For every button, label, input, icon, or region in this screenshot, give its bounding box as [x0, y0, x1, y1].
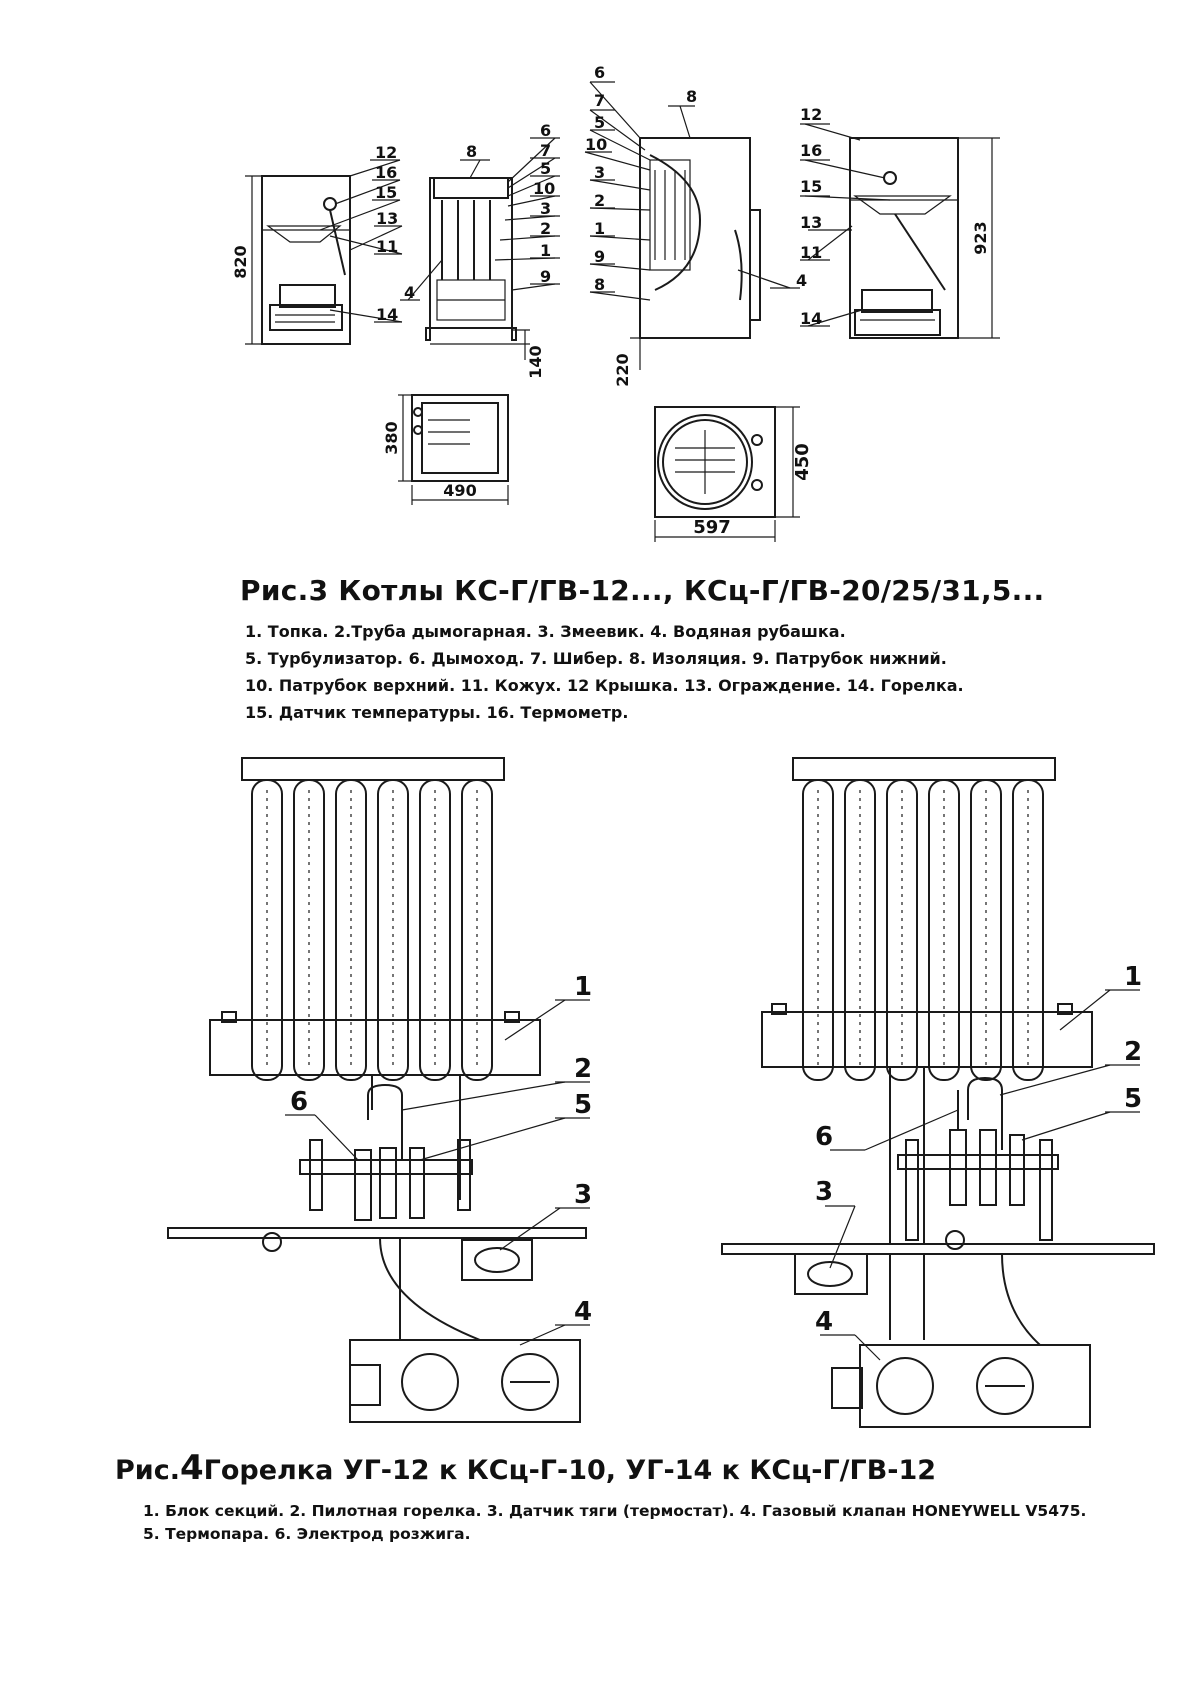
- dim-820: 820: [231, 245, 250, 278]
- callout-6-r: 6: [594, 63, 605, 82]
- callout-fig4-r-5: 5: [1124, 1084, 1142, 1114]
- fig4-left-burner: 1 2 5 6 3 4: [167, 757, 592, 1423]
- figure3-legend-line: 5. Турбулизатор. 6. Дымоход. 7. Шибер. 8…: [245, 649, 947, 668]
- figure4-legend: 1. Блок секций. 2. Пилотная горелка. 3. …: [143, 1500, 1086, 1546]
- figure3-legend: 1. Топка. 2.Труба дымогарная. 3. Змеевик…: [245, 618, 964, 726]
- callout-2: 2: [540, 219, 551, 238]
- callout-11-r: 11: [800, 243, 822, 262]
- callout-fig4-l-5: 5: [574, 1090, 592, 1120]
- callout-7-r: 7: [594, 91, 605, 110]
- callout-15-r: 15: [800, 177, 822, 196]
- callout-fig4-l-6: 6: [290, 1087, 308, 1117]
- callout-13: 13: [376, 209, 398, 228]
- callout-8b-r: 8: [594, 275, 605, 294]
- figure4-legend-line: 5. Термопара. 6. Электрод розжига.: [143, 1525, 471, 1543]
- callout-8-r: 8: [686, 87, 697, 106]
- fig3-plan-right: 450 597: [654, 406, 813, 542]
- callout-5-r: 5: [594, 113, 605, 132]
- callout-11: 11: [376, 237, 398, 256]
- figure4-title-text: Горелка УГ-12 к КСц-Г-10, УГ-14 к КСц-Г/…: [203, 1455, 937, 1486]
- callout-10: 10: [533, 179, 555, 198]
- dim-380: 380: [382, 421, 401, 454]
- callout-14: 14: [376, 305, 398, 324]
- callout-10-r: 10: [585, 135, 607, 154]
- callout-6: 6: [540, 121, 551, 140]
- dim-220: 220: [613, 353, 632, 386]
- callout-16: 16: [375, 163, 397, 182]
- fig3-left-front-view: 140 8 6 7 5 10 3 2 1 9 4: [400, 121, 560, 379]
- callout-2-r: 2: [594, 191, 605, 210]
- fig4-right-burner: 1 2 5 6 3 4: [721, 757, 1155, 1428]
- figure4-title: Рис.4Горелка УГ-12 к КСц-Г-10, УГ-14 к К…: [115, 1448, 936, 1488]
- callout-4: 4: [404, 283, 415, 302]
- section-tubes-left: [251, 779, 493, 1081]
- callout-15: 15: [375, 183, 397, 202]
- callout-5: 5: [540, 159, 551, 178]
- callout-3: 3: [540, 199, 551, 218]
- dim-140: 140: [526, 345, 545, 378]
- dim-923: 923: [971, 221, 990, 254]
- section-tubes-right: [802, 779, 1044, 1081]
- callout-4-r: 4: [796, 271, 807, 290]
- figure4-legend-line: 1. Блок секций. 2. Пилотная горелка. 3. …: [143, 1502, 1087, 1520]
- figure4-title-number: 4: [179, 1448, 204, 1488]
- dim-490: 490: [443, 481, 476, 500]
- callout-14-r: 14: [800, 309, 822, 328]
- callout-fig4-r-1: 1: [1124, 962, 1142, 992]
- fig3-right-front-view: 220 6 8 7 5 10 3 2 1 9 8 4: [584, 63, 807, 387]
- figure4-title-prefix: Рис.: [115, 1455, 180, 1486]
- figure3-legend-line: 15. Датчик температуры. 16. Термометр.: [245, 703, 629, 722]
- dim-597: 597: [693, 517, 731, 538]
- callout-fig4-l-1: 1: [574, 972, 592, 1002]
- callout-fig4-r-3: 3: [815, 1177, 833, 1207]
- callout-fig4-r-4: 4: [815, 1307, 833, 1337]
- fig3-right-side-view: 923 12 16 15 13 11 14: [800, 105, 1000, 339]
- callout-8: 8: [466, 142, 477, 161]
- callout-7: 7: [540, 141, 551, 160]
- fig3-plan-left: 380 490: [382, 394, 509, 505]
- figure3-legend-line: 1. Топка. 2.Труба дымогарная. 3. Змеевик…: [245, 622, 846, 641]
- callout-1: 1: [540, 241, 551, 260]
- callout-12: 12: [375, 143, 397, 162]
- callout-16-r: 16: [800, 141, 822, 160]
- callout-1-r: 1: [594, 219, 605, 238]
- callout-fig4-l-2: 2: [574, 1054, 592, 1084]
- callout-9: 9: [540, 267, 551, 286]
- callout-fig4-l-4: 4: [574, 1297, 592, 1327]
- callout-13-r: 13: [800, 213, 822, 232]
- callout-12-r: 12: [800, 105, 822, 124]
- callout-fig4-r-6: 6: [815, 1122, 833, 1152]
- figure3-legend-line: 10. Патрубок верхний. 11. Кожух. 12 Крыш…: [245, 676, 964, 695]
- figure3-title: Рис.3 Котлы КС-Г/ГВ-12..., КСц-Г/ГВ-20/2…: [240, 574, 1045, 607]
- callout-9-r: 9: [594, 247, 605, 266]
- callout-fig4-r-2: 2: [1124, 1037, 1142, 1067]
- callout-3-r: 3: [594, 163, 605, 182]
- fig3-left-side-view: 820 12 16 15 13 11 14: [231, 143, 403, 345]
- dim-450: 450: [792, 443, 813, 481]
- callout-fig4-l-3: 3: [574, 1180, 592, 1210]
